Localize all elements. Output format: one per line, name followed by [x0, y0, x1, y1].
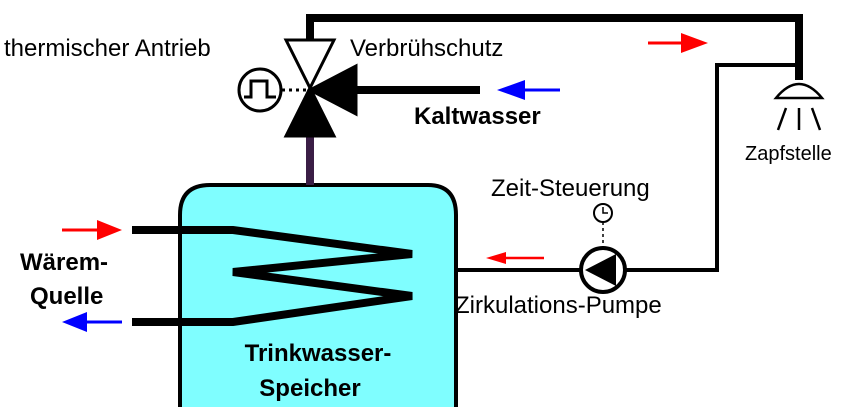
clock-icon [593, 203, 613, 252]
heat-exchanger-coil-icon [132, 226, 413, 326]
pump-icon [579, 246, 627, 294]
label-tap: Zapfstelle [745, 143, 832, 165]
heat-source-outflow-arrow [62, 312, 122, 332]
thermal-actuator-icon [237, 67, 306, 113]
label-cold-water: Kaltwasser [414, 103, 541, 130]
three-way-valve-icon [283, 38, 358, 138]
label-scald-protection: Verbrühschutz [350, 35, 503, 62]
storage-tank [178, 183, 458, 407]
circulation-return-pipe [456, 63, 799, 272]
label-thermal-actuator: thermischer Antrieb [4, 35, 211, 62]
label-tank-line2: Speicher [259, 375, 360, 402]
heat-source-inflow-arrow [62, 220, 122, 240]
label-timer: Zeit-Steuerung [491, 175, 650, 202]
label-circulation-pump: Zirkulations-Pumpe [455, 292, 662, 319]
cold-flow-arrow-inlet [497, 80, 560, 100]
hot-water-supply-pipe [306, 14, 803, 80]
return-flow-arrow [486, 252, 544, 264]
label-heat-source-line1: Wärem- [20, 249, 108, 276]
label-heat-source-line2: Quelle [30, 283, 103, 310]
hot-flow-arrow-top [648, 33, 708, 53]
label-tank-line1: Trinkwasser- [245, 340, 392, 367]
shower-head-icon [773, 82, 825, 131]
